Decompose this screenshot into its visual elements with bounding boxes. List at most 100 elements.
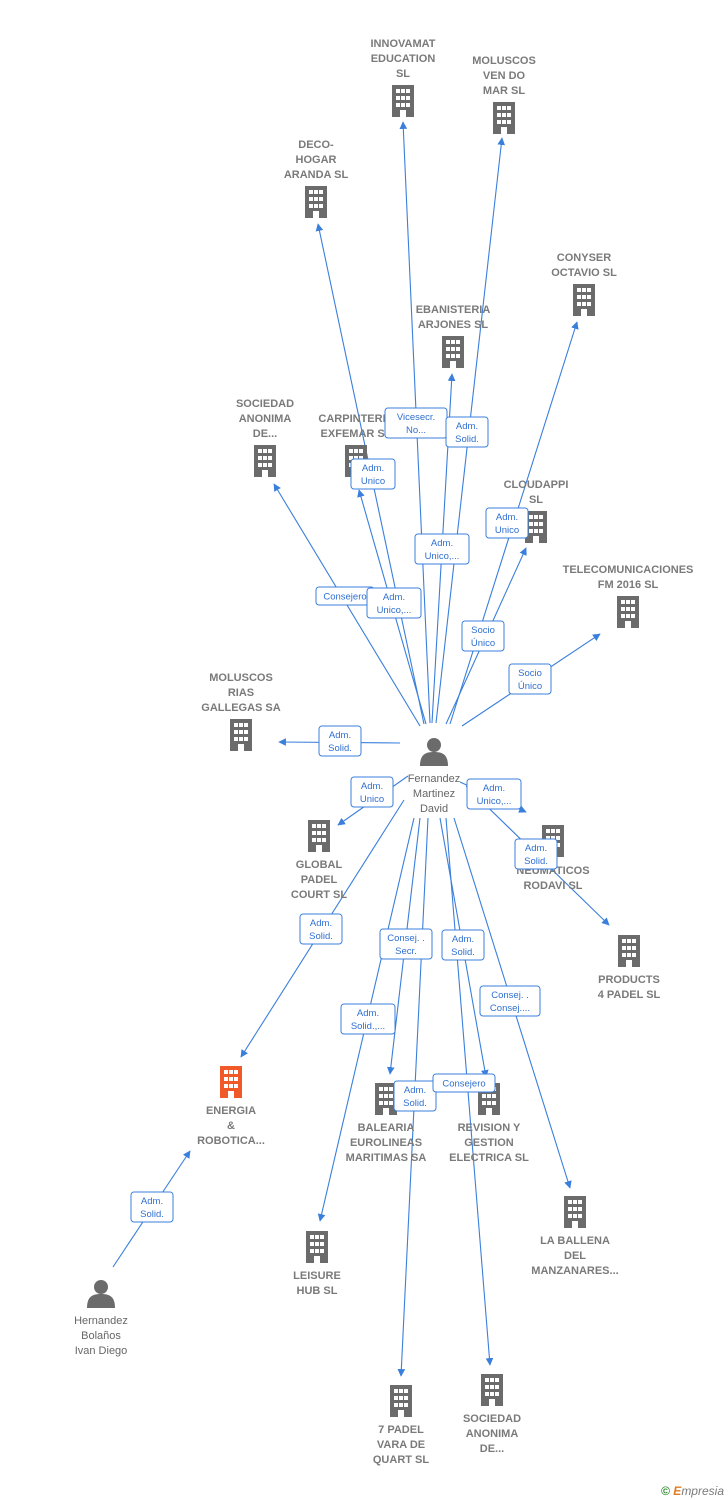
node-sociedad-bottom[interactable]: SOCIEDADANONIMADE...: [463, 1374, 521, 1455]
edge-label-box: [432, 1073, 496, 1093]
edge-label-box: [393, 1080, 437, 1112]
edge-label-text: Solid.: [455, 434, 479, 445]
node-label-line: 4 PADEL SL: [598, 989, 661, 1001]
edge-label-text: Consej. .: [387, 933, 425, 944]
edge-label-box: [366, 587, 422, 619]
edge-label-ebanisteria[interactable]: Adm.Unico,...: [414, 533, 470, 565]
node-products[interactable]: PRODUCTS 4 PADEL SL: [598, 935, 661, 1001]
edge-label-7padel[interactable]: Adm. Solid.: [393, 1080, 437, 1112]
building-icon: [308, 820, 330, 852]
edge-label-box: [414, 533, 470, 565]
edge-label-text: Adm.: [329, 730, 351, 741]
node-label-line: GLOBAL: [296, 859, 343, 871]
edge-label-deco-hogar[interactable]: Adm.Unico: [350, 458, 396, 490]
edge-label-text: Solid.: [328, 743, 352, 754]
node-label-line: PRODUCTS: [598, 974, 660, 986]
edge-label-box: [508, 663, 552, 695]
edge-label-text: Socio: [518, 668, 542, 679]
edge-label-text: Adm.: [141, 1196, 163, 1207]
building-icon: [618, 935, 640, 967]
node-label-line: VARA DE: [377, 1439, 425, 1451]
node-label-line: DEL: [564, 1250, 586, 1262]
node-label-line: MARITIMAS SA: [346, 1152, 427, 1164]
edge-label-box: [130, 1191, 174, 1223]
building-icon: [392, 85, 414, 117]
node-label-line: DE...: [253, 428, 277, 440]
node-sociedad-top[interactable]: SOCIEDADANONIMADE...: [236, 398, 294, 477]
edge-label-box: [466, 778, 522, 810]
node-la-ballena[interactable]: LA BALLENADELMANZANARES...: [531, 1196, 619, 1277]
node-label-line: QUART SL: [373, 1454, 430, 1466]
person-icon: [87, 1280, 115, 1308]
node-energia[interactable]: ENERGIA&ROBOTICA...: [197, 1066, 265, 1147]
edge-label-sociedad-bottom[interactable]: Consejero: [432, 1073, 496, 1093]
building-icon: [617, 596, 639, 628]
edge-label-products[interactable]: Adm.Solid.: [514, 838, 558, 870]
edge-label-neumaticos[interactable]: Adm.Unico,...: [466, 778, 522, 810]
edge-label-balearia[interactable]: Consej. . Secr.: [379, 928, 433, 960]
edge-label-energia[interactable]: Adm.Solid.: [130, 1191, 174, 1223]
building-icon: [481, 1374, 503, 1406]
building-icon: [493, 102, 515, 134]
edge-label-box: [514, 838, 558, 870]
node-label-line: HUB SL: [297, 1285, 338, 1297]
building-icon: [220, 1066, 242, 1098]
node-label-line: Hernandez: [74, 1315, 128, 1327]
building-icon: [573, 284, 595, 316]
brand-name: mpresia: [681, 1484, 724, 1498]
node-label-line: BALEARIA: [358, 1122, 415, 1134]
edge-label-sociedad-top[interactable]: Consejero: [315, 586, 375, 606]
building-icon: [442, 336, 464, 368]
node-label-line: RODAVI SL: [523, 880, 582, 892]
node-label-line: ARANDA SL: [284, 169, 349, 181]
node-label-line: MOLUSCOS: [472, 55, 536, 67]
edge-label-la-ballena[interactable]: Consej. .Consej....: [479, 985, 541, 1017]
edge-label-text: Adm.: [310, 918, 332, 929]
node-label-line: LA BALLENA: [540, 1235, 610, 1247]
edge-label-carpinteria[interactable]: Adm.Unico,...: [366, 587, 422, 619]
edge-label-text: Adm.: [357, 1008, 379, 1019]
edge-label-text: Adm.: [362, 463, 384, 474]
edge-label-text: Adm.: [496, 512, 518, 523]
node-label-line: INNOVAMAT: [371, 38, 436, 50]
node-label-line: EXFEMAR SL: [321, 428, 392, 440]
edge-label-conyser[interactable]: Adm.Unico: [485, 507, 529, 539]
edge-label-text: Secr.: [395, 946, 417, 957]
node-label-line: Fernandez: [408, 773, 461, 785]
node-label-line: ANONIMA: [239, 413, 292, 425]
edge-label-leisure[interactable]: Adm.Solid.,...: [340, 1003, 396, 1035]
edge-label-text: Solid.: [403, 1098, 427, 1109]
edge-label-energia[interactable]: Adm.Solid.: [299, 913, 343, 945]
edge-label-global-padel[interactable]: Adm.Unico: [350, 776, 394, 808]
edge-label-innovamat[interactable]: Vicesecr.No...: [384, 407, 448, 439]
edge-label-text: Adm.: [383, 592, 405, 603]
node-label-line: FM 2016 SL: [598, 579, 659, 591]
building-icon: [230, 719, 252, 751]
edge-label-moluscos-ven[interactable]: Adm.Solid.: [445, 416, 489, 448]
edge-label-text: Adm.: [404, 1085, 426, 1096]
edge-label-text: Socio: [471, 625, 495, 636]
building-icon: [305, 186, 327, 218]
edge-label-revision[interactable]: Adm.Solid.: [441, 929, 485, 961]
edge-label-moluscos-rias[interactable]: Adm. Solid.: [318, 725, 362, 757]
edge-label-text: Unico,...: [425, 551, 460, 562]
